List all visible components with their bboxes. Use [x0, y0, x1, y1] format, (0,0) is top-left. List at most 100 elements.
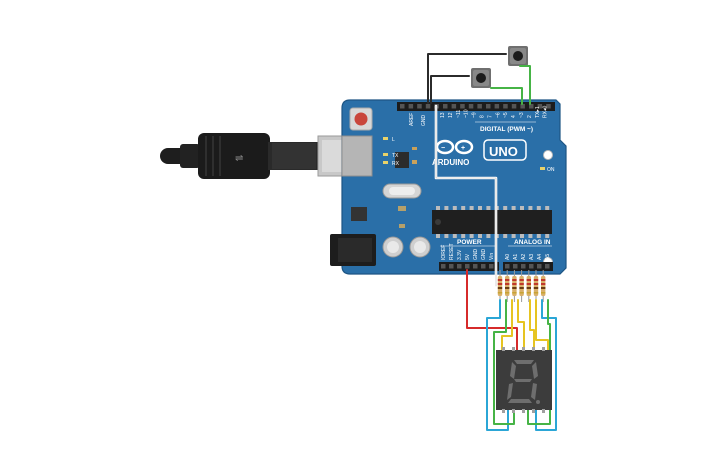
digital-pin-label: RX◂0 — [543, 106, 549, 118]
digital-pin-label: TX▸1 — [535, 106, 541, 118]
header-socket[interactable] — [417, 104, 422, 109]
digital-pin-label: 13 — [440, 112, 446, 118]
led-l-label: L — [392, 137, 395, 143]
wire-yellow-3 — [529, 299, 535, 351]
header-socket[interactable] — [486, 104, 491, 109]
usb-symbol-icon: ⇌ — [235, 153, 243, 164]
power-socket[interactable] — [465, 264, 470, 269]
wire-red-5v — [466, 269, 518, 351]
dc-power-jack[interactable] — [330, 234, 376, 266]
power-pin-label: IOREF — [441, 245, 447, 260]
header-socket[interactable] — [460, 104, 465, 109]
power-socket[interactable] — [457, 264, 462, 269]
wire-yellow-4 — [535, 299, 549, 351]
digital-pin-label: ~6 — [495, 112, 501, 118]
aref-label: AREF — [409, 113, 415, 126]
power-socket[interactable] — [449, 264, 454, 269]
header-socket[interactable] — [537, 104, 543, 109]
header-socket[interactable] — [546, 104, 551, 109]
analog-socket[interactable] — [513, 264, 518, 269]
digital-pin-label: ~9 — [472, 112, 478, 118]
digital-pin-label: 4 — [511, 115, 517, 118]
header-socket[interactable] — [443, 104, 448, 109]
analog-header[interactable] — [503, 262, 553, 271]
pushbutton-2[interactable] — [471, 68, 491, 88]
digital-pin-label: 12 — [448, 112, 454, 118]
header-socket[interactable] — [494, 104, 500, 109]
digital-pin-label: 8 — [480, 115, 486, 118]
reset-button[interactable] — [349, 107, 373, 131]
digital-pin-label: ~5 — [503, 112, 509, 118]
power-label: POWER — [457, 239, 482, 246]
analog-socket[interactable] — [545, 264, 550, 269]
digital-pin-label: ~11 — [456, 110, 462, 118]
header-socket[interactable] — [408, 104, 414, 109]
analog-socket[interactable] — [537, 264, 542, 269]
tx-label: TX — [392, 153, 399, 159]
seven-segment-digit — [507, 360, 540, 404]
wire-blue-left — [486, 299, 509, 431]
digital-header[interactable] — [397, 102, 555, 111]
resistor[interactable] — [541, 270, 546, 302]
crystal-oscillator — [382, 183, 422, 199]
wire-green-left — [493, 299, 515, 425]
digital-pin-label: ~3 — [519, 112, 525, 118]
rx-label: RX — [392, 161, 400, 167]
power-pin-label: 5V — [465, 253, 471, 260]
power-socket[interactable] — [481, 264, 486, 269]
pushbutton-1[interactable] — [508, 46, 528, 66]
analog-socket[interactable] — [505, 264, 510, 269]
power-socket[interactable] — [441, 264, 446, 269]
resistor-array — [497, 270, 546, 302]
resistor[interactable] — [512, 270, 517, 302]
wire-green-btn-1 — [519, 65, 531, 105]
resistor[interactable] — [519, 270, 524, 302]
analog-pin-label: A0 — [505, 254, 511, 260]
digital-header-label: DIGITAL (PWM ~) — [480, 126, 533, 133]
header-socket[interactable] — [520, 104, 525, 109]
resistor[interactable] — [497, 270, 503, 302]
analog-socket[interactable] — [529, 264, 534, 269]
wire-green-btn-2 — [490, 87, 523, 105]
digital-pin-label: ~10 — [464, 109, 470, 118]
power-socket[interactable] — [473, 264, 478, 269]
voltage-regulator — [351, 207, 367, 221]
svg-text:−: − — [441, 145, 445, 152]
seven-segment-display[interactable]: 8. — [0, 0, 552, 413]
digital-pin-label: 2 — [527, 115, 533, 118]
power-socket[interactable] — [489, 264, 494, 269]
header-socket[interactable] — [503, 104, 508, 109]
header-socket[interactable] — [400, 104, 405, 109]
header-socket[interactable] — [511, 104, 517, 109]
gnd-pin-label: GND — [421, 115, 427, 127]
analog-pin-label: A3 — [529, 254, 535, 260]
model-label: UNO — [489, 144, 518, 159]
usb-cable[interactable]: ⇌ — [160, 133, 369, 179]
digital-pin-label: 7 — [487, 115, 493, 118]
power-pin-label: 3.3V — [457, 249, 463, 260]
uno-badge: UNO — [483, 139, 527, 161]
resistor[interactable] — [505, 270, 510, 302]
usb-chip — [395, 152, 409, 168]
header-socket[interactable] — [451, 104, 457, 109]
header-socket[interactable] — [477, 104, 482, 109]
power-pin-label: GND — [473, 249, 479, 261]
header-socket[interactable] — [425, 104, 431, 109]
power-pin-label: Vin — [489, 253, 495, 260]
analog-label: ANALOG IN — [514, 239, 551, 246]
power-pin-label: GND — [481, 249, 487, 261]
resistor[interactable] — [533, 270, 539, 302]
analog-socket[interactable] — [521, 264, 526, 269]
wire-yellow-2 — [517, 299, 525, 351]
header-socket[interactable] — [529, 104, 534, 109]
wire-yellow-1 — [501, 299, 513, 351]
resistor[interactable] — [526, 270, 531, 302]
svg-text:+: + — [461, 145, 465, 152]
wire-blue-right — [535, 299, 557, 431]
wires-top — [427, 53, 531, 288]
header-socket[interactable] — [468, 104, 474, 109]
capacitors — [382, 236, 431, 258]
